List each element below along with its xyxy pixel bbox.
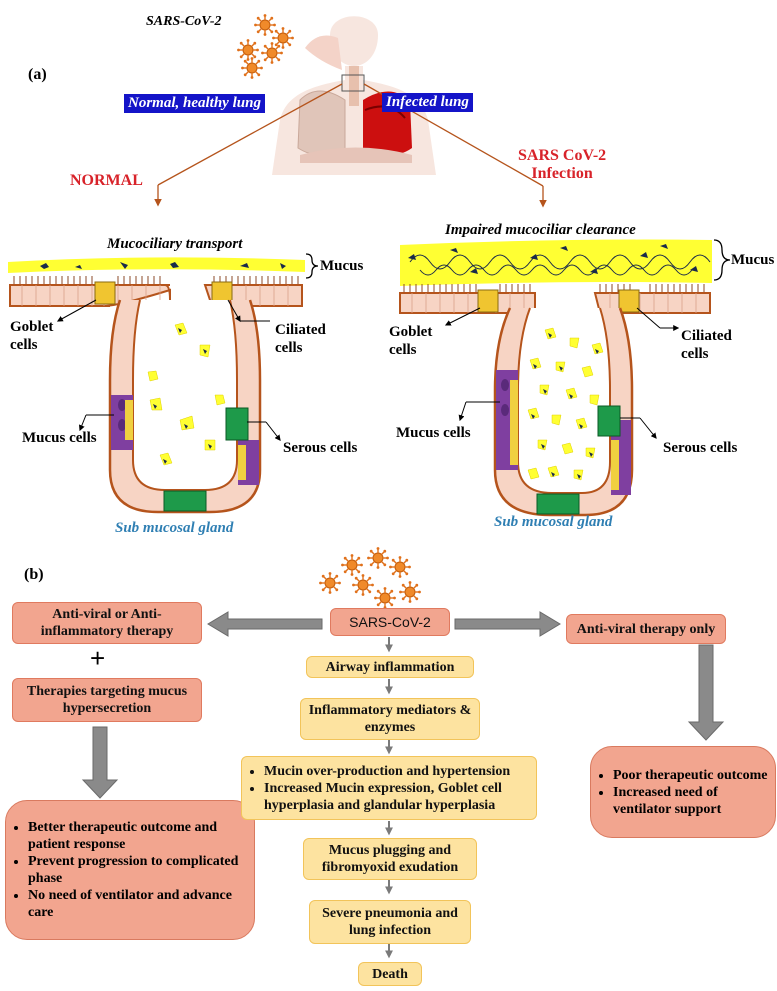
left-outcome-item: Prevent progression to complicated phase	[28, 853, 254, 887]
antiviral-only-box: Anti-viral therapy only	[566, 614, 726, 644]
mucin-item: Increased Mucin expression, Goblet cell …	[264, 780, 536, 814]
airway-inflammation-box: Airway inflammation	[306, 656, 474, 678]
left-outcome-item: Better therapeutic outcome and patient r…	[28, 819, 254, 853]
mucociliary-transport-label: Mucociliary transport	[107, 236, 243, 252]
impaired-clearance-label: Impaired mucociliar clearance	[445, 222, 636, 238]
right-outcome-box: Poor therapeutic outcome Increased need …	[590, 746, 776, 838]
mucus-cells-label-right: Mucus cells	[396, 425, 471, 441]
virus-cluster-b-icon	[318, 546, 422, 610]
panel-b-label: (b)	[24, 566, 44, 583]
panel-a-label: (a)	[28, 66, 47, 83]
submucosal-gland-label-left: Sub mucosal gland	[115, 520, 234, 536]
left-outcome-item: No need of ventilator and advance care	[28, 887, 254, 921]
normal-lung-label: Normal, healthy lung	[124, 94, 265, 113]
mucus-label-left: Mucus	[320, 258, 364, 274]
infection-branch-label: SARS CoV-2 Infection	[518, 147, 607, 182]
submucosal-gland-label-right: Sub mucosal gland	[494, 514, 613, 530]
mucin-overproduction-box: Mucin over-production and hypertension I…	[241, 756, 537, 820]
flow-arrows	[81, 611, 725, 799]
virus-label: SARS-CoV-2	[146, 14, 222, 29]
mucus-label-right: Mucus	[731, 252, 775, 268]
severe-pneumonia-box: Severe pneumonia and lung infection	[309, 900, 471, 944]
right-outcome-item: Increased need of ventilator support	[613, 784, 775, 818]
mucin-item: Mucin over-production and hypertension	[264, 763, 536, 780]
virus-cluster-top-icon	[236, 13, 295, 80]
mucus-brace-right	[713, 239, 731, 281]
sars-cov-2-box: SARS-CoV-2	[330, 608, 450, 636]
left-submucosal-gland	[8, 257, 305, 514]
mucus-plugging-box: Mucus plugging and fibromyoxid exudation	[303, 838, 477, 880]
mucus-cells-label-left: Mucus cells	[22, 430, 97, 446]
serous-cells-label-right: Serous cells	[663, 440, 738, 456]
serous-cells-label-left: Serous cells	[283, 440, 358, 456]
infected-lung-label: Infected lung	[382, 93, 473, 112]
antiviral-antiinflammatory-box: Anti-viral or Anti-inflammatory therapy	[12, 602, 202, 644]
inflammatory-mediators-box: Inflammatory mediators & enzymes	[300, 698, 480, 740]
normal-branch-label: NORMAL	[70, 172, 143, 189]
right-outcome-item: Poor therapeutic outcome	[613, 767, 775, 784]
death-box: Death	[358, 962, 422, 986]
mucus-brace-left	[305, 253, 319, 279]
left-outcome-box: Better therapeutic outcome and patient r…	[5, 800, 255, 940]
right-submucosal-gland	[399, 239, 712, 517]
therapies-targeting-box: Therapies targeting mucus hypersecretion	[12, 678, 202, 722]
plus-sign: +	[90, 643, 106, 673]
